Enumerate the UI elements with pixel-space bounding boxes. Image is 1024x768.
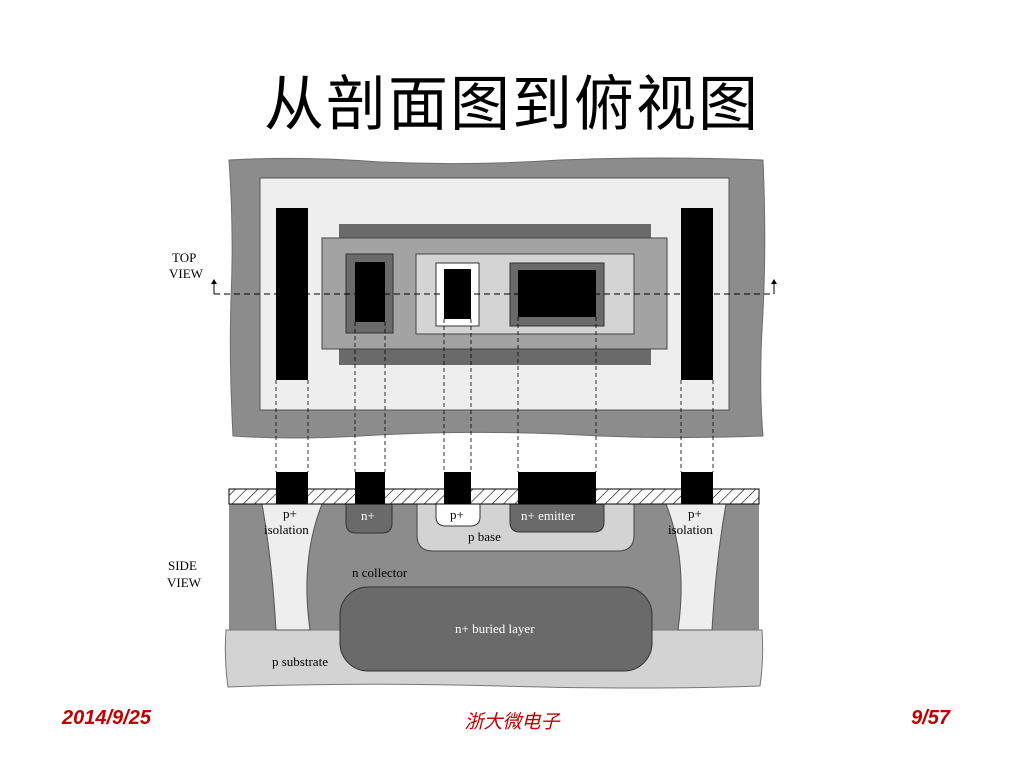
label-p-base: p base (468, 529, 501, 544)
top-view-label-line2: VIEW (169, 266, 204, 281)
cut-arrow-left (211, 279, 217, 284)
label-p-substrate: p substrate (272, 654, 328, 669)
footer-page-number: 9/57 (911, 707, 950, 729)
side-isolation-left (261, 503, 323, 631)
side-n-plus-collector (345, 503, 393, 534)
side-n-plus-emitter (509, 503, 605, 533)
side-p-plus-base (435, 503, 481, 527)
label-p-iso-left-1: p+ (283, 506, 297, 521)
side-view: p+ isolation n+ p+ n+ emitter p+ isolati… (167, 472, 764, 689)
side-metal-emitter (518, 472, 596, 504)
side-metal-base (444, 472, 471, 504)
top-view: TOP VIEW (169, 157, 777, 439)
side-metal-iso-right (681, 472, 713, 504)
side-metal-collector (355, 472, 385, 504)
label-n-collector: n collector (352, 565, 408, 580)
label-p-iso-right-2: isolation (668, 522, 713, 537)
side-isolation-right (665, 503, 727, 631)
side-oxide-layer (228, 488, 760, 505)
label-p-plus-base: p+ (450, 507, 464, 522)
cut-arrow-right (771, 279, 777, 284)
top-isolation-left (276, 208, 308, 380)
label-p-iso-left-2: isolation (264, 522, 309, 537)
side-view-label-line1: SIDE (168, 558, 197, 573)
side-view-label-line2: VIEW (167, 575, 202, 590)
label-n-plus-emitter: n+ emitter (521, 508, 576, 523)
label-n-buried-layer: n+ buried layer (455, 621, 535, 636)
side-n-buried-layer (339, 586, 653, 672)
slide-title: 从剖面图到俯视图 (264, 70, 760, 140)
footer-organization: 浙大微电子 (464, 711, 560, 733)
top-view-label-line1: TOP (172, 250, 196, 265)
projection-lines (275, 317, 714, 472)
label-p-iso-right-1: p+ (688, 506, 702, 521)
side-metal-iso-left (276, 472, 308, 504)
footer-date: 2014/9/25 (62, 707, 151, 729)
top-collector-contact-metal (355, 262, 385, 322)
label-n-plus-collector: n+ (361, 508, 375, 523)
